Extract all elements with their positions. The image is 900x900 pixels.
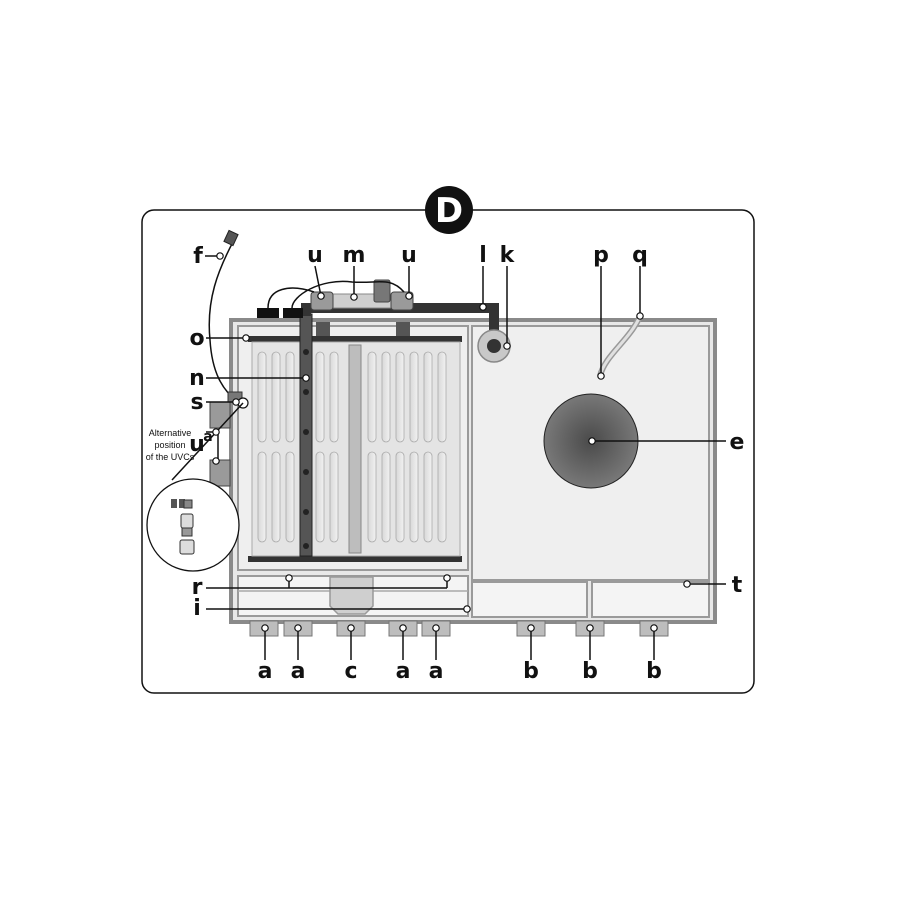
power-cable [208,239,239,403]
bottom-compartment-1 [471,581,588,618]
label-u-right: u [401,243,417,268]
detail-inset [146,402,244,572]
uvc-connector-left [310,291,334,336]
label-o: o [189,326,204,351]
label-a-2: a [291,659,306,684]
cartridge-top-plate [248,336,462,342]
center-divider [348,344,362,554]
label-n: n [189,366,205,391]
ballast-box-2 [283,308,303,318]
label-a-4: a [429,659,444,684]
label-e: e [730,430,745,455]
label-k: k [500,243,516,268]
power-plug [223,229,239,247]
note-line-3: of the UVCs [146,452,195,462]
label-p: p [593,243,609,268]
uvc-cap [373,279,391,303]
label-q: q [632,243,648,268]
label-b-3: b [646,659,662,684]
side-uvc-mounts [209,391,249,487]
label-i: i [193,596,201,621]
label-l: l [479,243,487,268]
outlet-port-hole [487,339,501,353]
note-line-1: Alternative [149,428,192,438]
label-r: r [192,575,203,600]
ballast-box-1 [257,308,279,318]
leader-lines [205,255,726,660]
callout-labels: f u m u l k p q o n s u a e r t i a a c … [189,243,744,684]
label-ua-superscript: a [203,429,212,445]
lamp-clips [303,349,309,549]
filter-slots [257,351,447,543]
label-b-2: b [582,659,598,684]
cartridge-bottom-plate [248,556,462,562]
label-s: s [190,390,203,415]
label-a-3: a [396,659,411,684]
note-line-2: position [154,440,185,450]
drain-box [329,576,374,615]
label-f: f [193,244,203,269]
label-u-left: u [307,243,323,268]
section-badge: D [425,186,473,234]
bottom-compartment-2 [591,581,710,618]
label-b-1: b [523,659,539,684]
label-a-1: a [258,659,273,684]
label-ua: u [189,432,205,457]
leader-dots [212,252,691,632]
label-t: t [732,573,743,598]
label-m: m [343,243,366,268]
label-c: c [344,659,357,684]
badge-letter: D [435,191,463,231]
